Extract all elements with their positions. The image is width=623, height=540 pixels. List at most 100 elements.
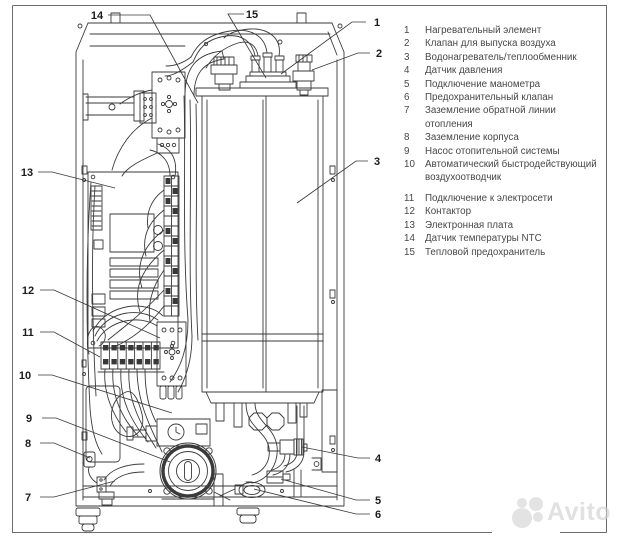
callout-9: 9 [26,413,32,425]
legend-item-11: 11 Подключение к электросети [404,192,606,205]
expansion-panel [85,385,121,463]
legend-text: Нагревательный элемент [425,25,542,36]
legend-num: 10 [404,159,415,171]
leader-9 [42,417,171,463]
leader-11 [40,331,101,358]
legend-item-7: 7 Заземление обратной линии отопления [404,104,606,131]
legend-item-9: 9 Насос отопительной системы [404,145,606,158]
callout-11: 11 [22,327,34,339]
legend-text: Автоматический быстродействующий воздухо… [425,159,597,184]
legend-num: 13 [404,219,415,231]
leader-4 [301,446,370,459]
leader-2 [311,52,370,71]
callout-7: 7 [25,492,31,504]
leader-5 [280,478,370,501]
pump [126,418,231,507]
ground-lug [83,451,98,484]
leader-13 [38,171,116,189]
legend-item-14: 14 Датчик температуры NTC [404,232,606,245]
callout-6: 6 [375,509,381,521]
callout-14: 14 [91,10,104,22]
terminal-blocks [97,341,165,373]
leader-7 [40,480,116,498]
callout-numbers: 14 15 1 2 3 4 5 6 7 8 9 10 11 12 13 [19,9,382,521]
callout-12: 12 [22,285,34,297]
legend-text: Контактор [425,206,472,218]
legend-text: Датчик давления [425,65,503,77]
heating-element [239,52,297,89]
legend-text: Подключение к электросети [425,192,553,204]
legend-num: 8 [404,132,410,144]
legend-item-1: 1 Нагревательный элемент [404,24,606,37]
page-frame-border [12,5,607,533]
parts-legend: 1 Нагревательный элемент 2 Клапан для выпу… [404,24,606,259]
legend-text: Тепловой предохранитель [425,246,546,258]
legend-num: 9 [404,145,410,157]
air-vent-valve [292,54,315,96]
legend-text: Предохранительный клапан [425,92,554,104]
legend-item-3: 3 Водонагреватель/теплообменник [404,51,606,64]
legend-num: 7 [404,105,410,117]
legend-item-5: 5 Подключение манометра [404,78,606,91]
boiler-drawing [75,12,345,532]
legend-num: 5 [404,78,410,90]
upper-left-assembly [82,71,186,177]
water-tank [195,87,329,431]
legend-num: 14 [404,233,415,245]
boiler-case [75,12,345,532]
legend-text: Подключение манометра [425,78,541,90]
legend-item-6: 6 Предохранительный клапан [404,91,606,104]
watermark-text: Avito [547,498,612,526]
callout-1: 1 [374,17,380,29]
legend-text: Заземление обратной линии отопления [425,105,556,130]
top-wires [164,28,280,97]
circuit-board [87,171,180,349]
leader-12 [40,289,161,339]
legend-item-10: 10 Автоматический быстродействующий возду… [404,158,606,185]
legend-item-13: 13 Электронная плата [404,219,606,232]
legend-text: Насос отопительной системы [425,145,560,157]
legend-text: Электронная плата [425,219,514,231]
callout-3: 3 [374,156,380,168]
leader-lines [38,13,370,515]
callout-15: 15 [246,9,258,21]
callout-10: 10 [19,370,31,382]
callout-4: 4 [375,453,382,465]
leader-15 [227,13,267,79]
contactor [156,321,187,400]
legend-num: 2 [404,38,410,50]
legend-text: Заземление корпуса [425,132,519,144]
terminal-wires [87,305,164,453]
legend-num: 6 [404,92,410,104]
legend-num: 12 [404,206,415,218]
legend-text: Водонагреватель/теплообменник [425,51,577,63]
legend-num: 1 [404,25,410,36]
callout-5: 5 [375,495,381,507]
legend-item-2: 2 Клапан для выпуска воздуха [404,37,606,50]
callout-13: 13 [21,167,33,179]
callout-8: 8 [25,438,31,450]
avito-watermark: Avito [511,495,611,529]
leader-6 [253,488,370,515]
leader-1 [280,21,366,75]
board-wires [86,95,199,455]
legend-item-15: 15 Тепловой предохранитель [404,246,606,259]
leader-8 [40,442,91,459]
legend-text: Датчик температуры NTC [425,233,542,245]
avito-logo-icon [512,497,543,528]
legend-num: 3 [404,51,410,63]
legend-text: Клапан для выпуска воздуха [425,38,556,50]
legend-num: 4 [404,65,410,77]
legend-num: 15 [404,246,415,258]
leader-3 [296,160,368,204]
legend-item-4: 4 Датчик давления [404,64,606,77]
legend-item-12: 12 Контактор [404,205,606,218]
leader-14 [108,14,199,104]
sensor-nut [210,56,238,91]
lower-piping [96,389,338,506]
leader-10 [38,374,173,414]
legend-item-8: 8 Заземление корпуса [404,131,606,144]
legend-num: 11 [404,192,415,204]
